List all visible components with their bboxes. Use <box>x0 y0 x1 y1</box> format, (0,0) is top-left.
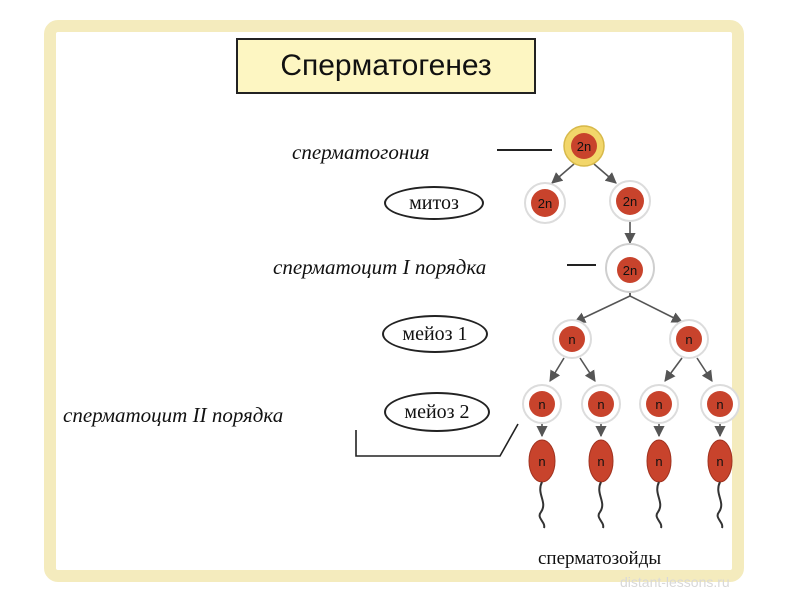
title-text: Сперматогенез <box>280 49 492 82</box>
cell-ploidy: n <box>716 454 723 469</box>
cell-ploidy: n <box>655 454 662 469</box>
cell-spermatocyte-1: 2n <box>605 243 655 293</box>
arrow-meiosis2-1 <box>549 357 565 382</box>
sperm-tail <box>597 481 605 529</box>
cell-ploidy: n <box>597 454 604 469</box>
cell-spermatogonia: 2n <box>563 125 605 167</box>
arrow-meiosis2-3 <box>664 357 683 382</box>
arrow-mitosis-left <box>551 163 575 184</box>
watermark: distant-lessons.ru <box>620 574 730 590</box>
sperm-tail <box>716 481 724 529</box>
mitosis-label: митоз <box>409 191 459 214</box>
sperm-tail <box>655 481 663 529</box>
cell-spermatogonia-daughter-1: 2n <box>524 182 566 224</box>
spermatozoon-1: n <box>528 439 556 529</box>
cell-spermatid-3: n <box>639 384 679 424</box>
cell-spermatocyte-2-a: n <box>552 319 592 359</box>
arrow-meiosis2-2 <box>579 357 596 382</box>
cell-spermatocyte-2-b: n <box>669 319 709 359</box>
cell-ploidy: 2n <box>538 196 552 211</box>
spermatozoon-4: n <box>707 439 733 529</box>
cell-spermatogonia-daughter-2: 2n <box>609 180 651 222</box>
meiosis-1-oval: мейоз 1 <box>382 315 488 353</box>
cell-ploidy: n <box>538 397 545 412</box>
arrow-mitosis-right <box>593 163 617 184</box>
diagram-frame <box>44 20 744 582</box>
page-title: Сперматогенез <box>236 38 536 94</box>
label-spermatocyte-1: сперматоцит I порядка <box>273 255 487 279</box>
meiosis-1-label: мейоз 1 <box>402 322 468 345</box>
cell-spermatid-4: n <box>700 384 740 424</box>
cell-ploidy: n <box>716 397 723 412</box>
spermatozoon-2: n <box>588 439 614 529</box>
cell-ploidy: 2n <box>577 139 591 154</box>
mitosis-oval: митоз <box>384 186 484 220</box>
cell-ploidy: n <box>685 332 692 347</box>
cell-spermatid-1: n <box>522 384 562 424</box>
sperm-tail <box>538 481 546 529</box>
cell-ploidy: n <box>597 397 604 412</box>
cell-ploidy: 2n <box>623 194 637 209</box>
pointer-spermatocyte-2 <box>355 423 519 457</box>
cell-ploidy: 2n <box>623 263 637 278</box>
label-spermatogonia: сперматогония <box>292 140 430 164</box>
meiosis-2-label: мейоз 2 <box>404 400 470 423</box>
cell-ploidy: n <box>538 454 545 469</box>
meiosis-2-oval: мейоз 2 <box>384 392 490 432</box>
label-spermatozoa: сперматозойды <box>538 548 662 569</box>
label-spermatocyte-2: сперматоцит II порядка <box>63 403 284 427</box>
arrow-meiosis1-left <box>573 287 631 323</box>
cell-spermatid-2: n <box>581 384 621 424</box>
cell-ploidy: n <box>655 397 662 412</box>
arrow-meiosis2-4 <box>696 357 713 382</box>
arrow-meiosis1-right <box>629 287 684 323</box>
cell-ploidy: n <box>568 332 575 347</box>
spermatozoon-3: n <box>646 439 672 529</box>
